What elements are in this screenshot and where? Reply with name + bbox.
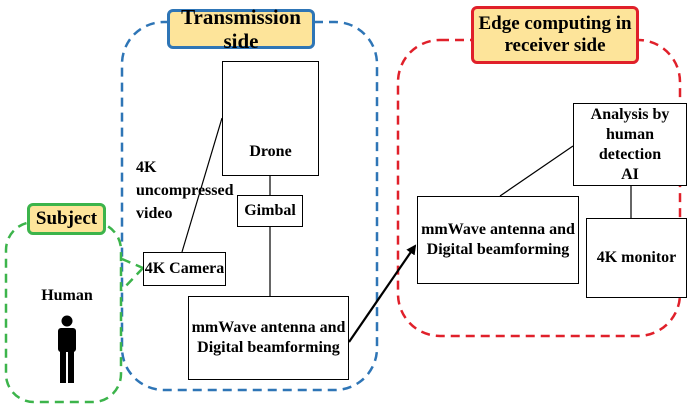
transmission-group-border — [120, 20, 379, 392]
tx-antenna-box: mmWave antenna and Digital beamforming — [188, 296, 349, 380]
person-icon — [58, 315, 76, 383]
subject-group-border — [4, 220, 123, 404]
drone-box — [222, 61, 319, 176]
analysis-box: Analysis by human detection AI — [573, 103, 687, 186]
monitor-box: 4K monitor — [586, 218, 687, 298]
camera-to-subject-line-upper — [121, 257, 144, 270]
subject-tag: Subject — [27, 203, 106, 235]
camera-to-subject-line-lower — [121, 267, 144, 291]
gimbal-box: Gimbal — [237, 195, 303, 227]
human-label: Human — [41, 287, 93, 304]
rx-antenna-to-analysis-line — [499, 145, 574, 197]
wireless-link-arrow — [348, 244, 417, 343]
rx-antenna-box: mmWave antenna and Digital beamforming — [417, 196, 579, 284]
drone-to-camera-line — [181, 117, 223, 253]
transmission-tag: Transmission side — [167, 5, 315, 53]
video-annotation: 4K uncompressed video — [136, 159, 234, 223]
receiver-tag: Edge computing in receiver side — [471, 6, 639, 64]
drone-label: Drone — [249, 143, 292, 160]
camera-box: 4K Camera — [143, 252, 226, 286]
